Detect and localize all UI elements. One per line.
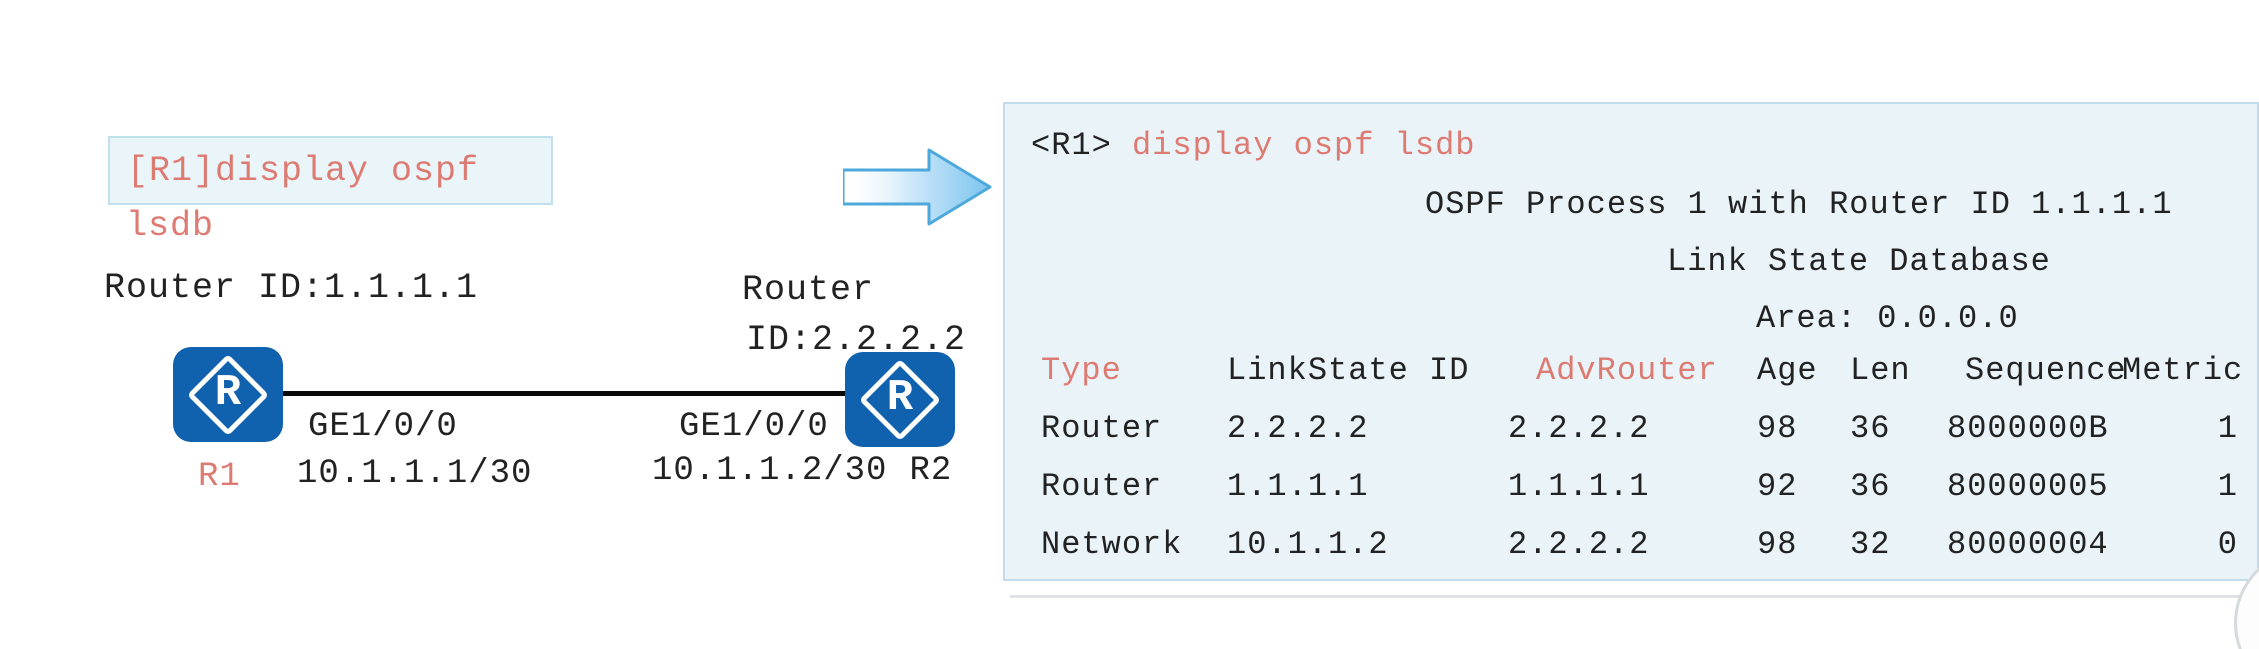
cell-len: 32 xyxy=(1850,526,1891,563)
cell-advrouter: 2.2.2.2 xyxy=(1508,410,1650,447)
cell-advrouter: 2.2.2.2 xyxy=(1508,526,1650,563)
cell-linkstateid: 1.1.1.1 xyxy=(1227,468,1369,505)
cell-metric: 1 xyxy=(2217,468,2238,505)
panel-shadow-line xyxy=(1010,595,2259,598)
router-r2-icon: R xyxy=(845,352,955,447)
r2-router-id-label-line2: ID:2.2.2.2 xyxy=(746,320,967,360)
cell-age: 92 xyxy=(1757,468,1798,505)
r2-router-id-label-line1: Router xyxy=(742,270,875,310)
router-r-glyph: R xyxy=(886,372,914,423)
link-state-database-title: Link State Database xyxy=(1667,243,2051,280)
terminal-command: display ospf lsdb xyxy=(1132,127,1476,164)
cell-age: 98 xyxy=(1757,410,1798,447)
r1-ip-label: 10.1.1.1/30 xyxy=(297,455,533,493)
terminal-prompt-line: <R1> display ospf lsdb xyxy=(1031,126,1475,166)
r1-router-id-label: Router ID:1.1.1.1 xyxy=(104,268,479,308)
r2-ip-name-line: 10.1.1.2/30 R2 xyxy=(652,452,952,490)
area-line: Area: 0.0.0.0 xyxy=(1756,300,2019,337)
cell-metric: 0 xyxy=(2217,526,2238,563)
command-annotation-box: [R1]display ospf xyxy=(108,136,553,205)
terminal-prompt: <R1> xyxy=(1031,127,1112,164)
router-r-glyph: R xyxy=(214,367,242,418)
arrow-right-icon xyxy=(843,148,992,226)
terminal-panel: <R1> display ospf lsdb OSPF Process 1 wi… xyxy=(1003,102,2259,581)
command-annotation-line2: lsdb xyxy=(126,206,215,246)
r2-name-label: R2 xyxy=(909,452,953,490)
col-header-linkstateid: LinkState ID xyxy=(1227,352,1470,389)
cell-sequence: 8000000B xyxy=(1947,410,2109,447)
lsdb-table: Type LinkState ID AdvRouter Age Len Sequ… xyxy=(1035,351,2255,583)
cell-linkstateid: 10.1.1.2 xyxy=(1227,526,1389,563)
col-header-advrouter: AdvRouter xyxy=(1536,352,1718,389)
cell-type: Router xyxy=(1041,468,1163,505)
cell-sequence: 80000005 xyxy=(1947,468,2109,505)
cell-linkstateid: 2.2.2.2 xyxy=(1227,410,1369,447)
cell-type: Network xyxy=(1041,526,1183,563)
col-header-len: Len xyxy=(1850,352,1911,389)
col-header-type: Type xyxy=(1041,352,1122,389)
cell-len: 36 xyxy=(1850,468,1891,505)
cell-len: 36 xyxy=(1850,410,1891,447)
col-header-metric: Metric xyxy=(2122,352,2244,389)
cell-sequence: 80000004 xyxy=(1947,526,2109,563)
col-header-age: Age xyxy=(1757,352,1818,389)
lsdb-table-row: Router 1.1.1.1 1.1.1.1 92 36 80000005 1 xyxy=(1035,467,2255,507)
router-r1-icon: R xyxy=(173,347,283,442)
lsdb-table-header: Type LinkState ID AdvRouter Age Len Sequ… xyxy=(1035,351,2255,391)
ospf-process-line: OSPF Process 1 with Router ID 1.1.1.1 xyxy=(1425,186,2173,223)
lsdb-table-row: Network 10.1.1.2 2.2.2.2 98 32 80000004 … xyxy=(1035,525,2255,565)
cell-metric: 1 xyxy=(2217,410,2238,447)
link-r1-r2 xyxy=(281,391,847,396)
r1-name-label: R1 xyxy=(198,458,241,496)
col-header-sequence: Sequence xyxy=(1965,352,2127,389)
cell-type: Router xyxy=(1041,410,1163,447)
cell-age: 98 xyxy=(1757,526,1798,563)
lsdb-table-row: Router 2.2.2.2 2.2.2.2 98 36 8000000B 1 xyxy=(1035,409,2255,449)
command-annotation-line1: [R1]display ospf xyxy=(127,150,480,191)
r2-interface-label: GE1/0/0 xyxy=(679,408,829,446)
r2-ip-label: 10.1.1.2/30 xyxy=(652,452,888,490)
cell-advrouter: 1.1.1.1 xyxy=(1508,468,1650,505)
r1-interface-label: GE1/0/0 xyxy=(308,408,458,446)
